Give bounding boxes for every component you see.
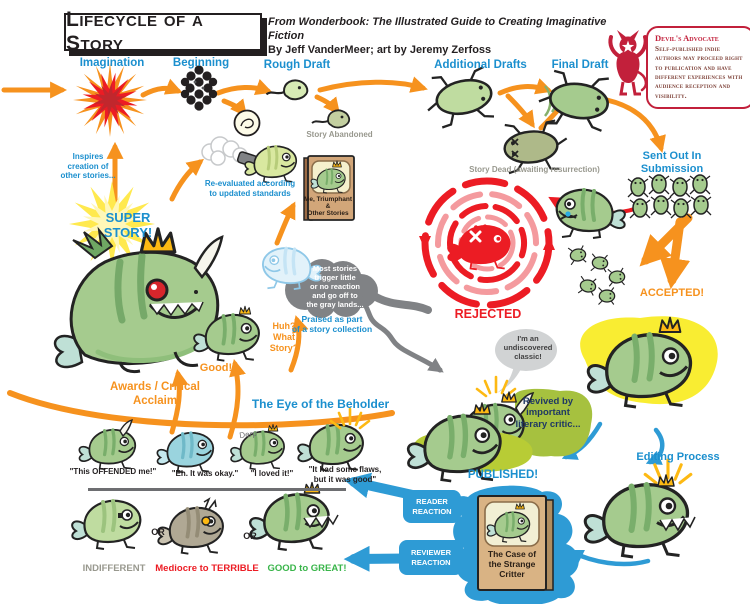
label-undiscovered: I'm an undiscovered classic! <box>503 334 553 361</box>
stage-accepted: ACCEPTED! <box>639 287 705 299</box>
quote-offended: "This OFFENDED me!" <box>69 467 157 476</box>
rough-draft-tadpole <box>265 79 309 101</box>
arrow-final-to-dead <box>505 93 535 129</box>
arrow-imagination-to-beginning <box>140 78 183 98</box>
speech-bubble <box>495 329 557 393</box>
stage-published: PUBLISHED! <box>467 469 539 481</box>
abandoned-tadpole <box>311 109 351 129</box>
beginning-egg-cluster <box>180 65 218 111</box>
submission-grid <box>627 174 712 219</box>
outcome-mediocre: Mediocre to TERRIBLE <box>155 563 259 574</box>
quote-flaws: "It had some flaws, but it was good" <box>308 465 382 484</box>
published-book <box>453 485 579 604</box>
outcome-indifferent: INDIFFERENT <box>82 563 146 574</box>
arrow-huh-up <box>288 315 309 373</box>
crying-critter <box>554 187 627 240</box>
devils-advocate-title: Devil's Advocate <box>655 33 719 43</box>
arrow-roughdraft-to-additional <box>317 76 428 93</box>
label-eye-of-beholder: The Eye of the Beholder <box>251 397 390 411</box>
accepted-blob <box>580 316 718 407</box>
super-story-dragon <box>53 226 224 374</box>
stage-sent-out: Sent Out In Submission <box>640 150 704 176</box>
rejected-spiral <box>419 177 639 309</box>
outcome-good-great: GOOD to GREAT! <box>267 563 347 574</box>
collection-book-title: Me, Triumphant & Other Stories <box>303 196 353 217</box>
label-or-2: OR <box>243 531 257 541</box>
stage-final-draft: Final Draft <box>551 59 609 71</box>
returning-critters <box>567 244 626 306</box>
arrow-editing-to-published <box>561 421 603 460</box>
label-awards: Awards / Critical Acclaim <box>110 381 200 407</box>
dead-x-eye <box>469 230 482 243</box>
beholder-critters <box>77 407 371 474</box>
big-arrow-down-prong <box>659 217 691 290</box>
devils-advocate-body: Self-published indie authors may proceed… <box>655 45 743 100</box>
credit-line: From Wonderbook: The Illustrated Guide t… <box>268 16 608 57</box>
label-inspires: Inspires creation of other stories... <box>60 152 116 181</box>
collection-book <box>303 155 355 221</box>
label-good: Good! <box>199 362 233 374</box>
stage-additional-drafts: Additional Drafts <box>434 59 527 71</box>
outcome-critters <box>70 481 339 556</box>
label-huh: Huh? What Story? <box>269 321 299 353</box>
published-critter <box>408 402 533 481</box>
arrow-beginning-to-roughdraft <box>215 78 273 96</box>
dead-story-critter <box>501 118 571 175</box>
page-title: Lifecycle of a Story <box>64 8 262 55</box>
editing-critter <box>585 458 696 557</box>
label-gray-lands: Most stories trigger little or no reacti… <box>306 264 364 309</box>
credit-line-1: From Wonderbook: The Illustrated Guide t… <box>268 16 607 42</box>
label-re-evaluated: Re-evaluated according to updated standa… <box>204 179 296 198</box>
novel-book-title: The Case of the Strange Critter <box>487 549 537 579</box>
stage-rough-draft: Rough Draft <box>263 59 331 71</box>
imagination-starburst <box>73 63 147 137</box>
credit-line-2: By Jeff VanderMeer; art by Jeremy Zerfos… <box>268 43 492 56</box>
super-story-burst <box>69 181 155 267</box>
quote-loved: "I loved it!" <box>250 469 294 478</box>
re-evaluated-scene <box>201 136 298 184</box>
arrow-roughdraft-to-abandoned <box>314 94 341 115</box>
arrow-additional-to-final <box>497 78 553 96</box>
label-praised: Praised as part of a story collection <box>291 314 373 335</box>
arrow-accepted-to-editing <box>645 427 665 465</box>
stage-rejected: REJECTED <box>454 307 522 321</box>
label-super-story: SUPER STORY! <box>103 210 153 240</box>
devils-advocate-box: Devil's Advocate Self-published indie au… <box>646 26 750 110</box>
egg-circle <box>233 109 261 137</box>
stage-imagination: Imagination <box>79 57 145 69</box>
label-revived: Revived by important literary critic... <box>515 396 581 430</box>
stage-editing-process: Editing Process <box>636 451 720 463</box>
arrow-critter-to-book <box>567 549 651 567</box>
revived-blob <box>513 388 593 457</box>
reader-reaction-box: READER REACTION <box>403 490 461 523</box>
divider-line <box>88 488 346 491</box>
arrow-to-reevaluated <box>169 158 204 202</box>
stage-beginning: Beginning <box>172 57 230 69</box>
quote-okay: "Eh. It was okay." <box>171 469 239 478</box>
final-draft-critter <box>534 68 613 133</box>
devil-icon <box>608 30 648 96</box>
arrow-fork-good <box>227 359 246 440</box>
arrow-to-praised <box>274 201 296 246</box>
label-story-abandoned: Story Abandoned <box>306 130 373 139</box>
critic-critter <box>452 375 535 455</box>
label-or-1: OR <box>151 527 165 537</box>
reviewer-reaction-box: REVIEWER REACTION <box>399 540 463 575</box>
arrow-graylands-to-critic <box>357 294 444 373</box>
label-story-dead: Story Dead (awaiting resurrection) <box>469 165 600 174</box>
arrow-final-to-submission <box>604 97 666 153</box>
additional-drafts-critter <box>420 65 498 131</box>
